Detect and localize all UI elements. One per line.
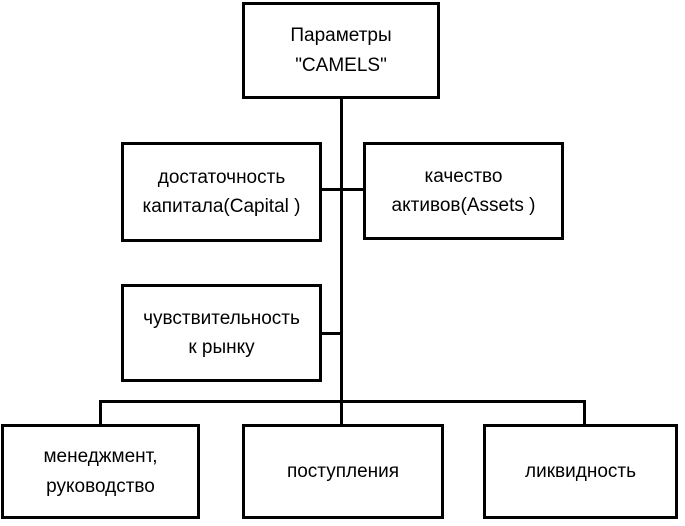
connector-drop-left	[99, 400, 102, 426]
node-parameters-camels: Параметры "CAMELS"	[242, 2, 440, 99]
node-earnings-label: поступления	[286, 460, 400, 482]
node-market-sensitivity-label: чувствительность к рынку	[143, 307, 300, 358]
node-capital-adequacy: достаточность капитала(Capital )	[121, 142, 322, 242]
node-management: менеджмент, руководство	[1, 424, 200, 519]
node-capital-adequacy-label: достаточность капитала(Capital )	[142, 166, 301, 217]
node-liquidity-label: ликвидность	[525, 460, 636, 482]
connector-row2-horizontal	[322, 188, 363, 191]
node-parameters-camels-label: Параметры "CAMELS"	[290, 25, 392, 76]
node-market-sensitivity: чувствительность к рынку	[121, 284, 322, 382]
connector-bottom-distribution	[99, 400, 586, 403]
connector-row3-horizontal	[320, 332, 343, 335]
connector-drop-right	[583, 400, 586, 426]
node-management-label: менеджмент, руководство	[43, 446, 158, 497]
node-asset-quality: качество активов(Assets )	[363, 142, 564, 240]
connector-trunk-vertical	[340, 99, 343, 426]
node-earnings: поступления	[242, 424, 444, 519]
node-liquidity: ликвидность	[483, 424, 678, 519]
node-asset-quality-label: качество активов(Assets )	[391, 165, 536, 216]
